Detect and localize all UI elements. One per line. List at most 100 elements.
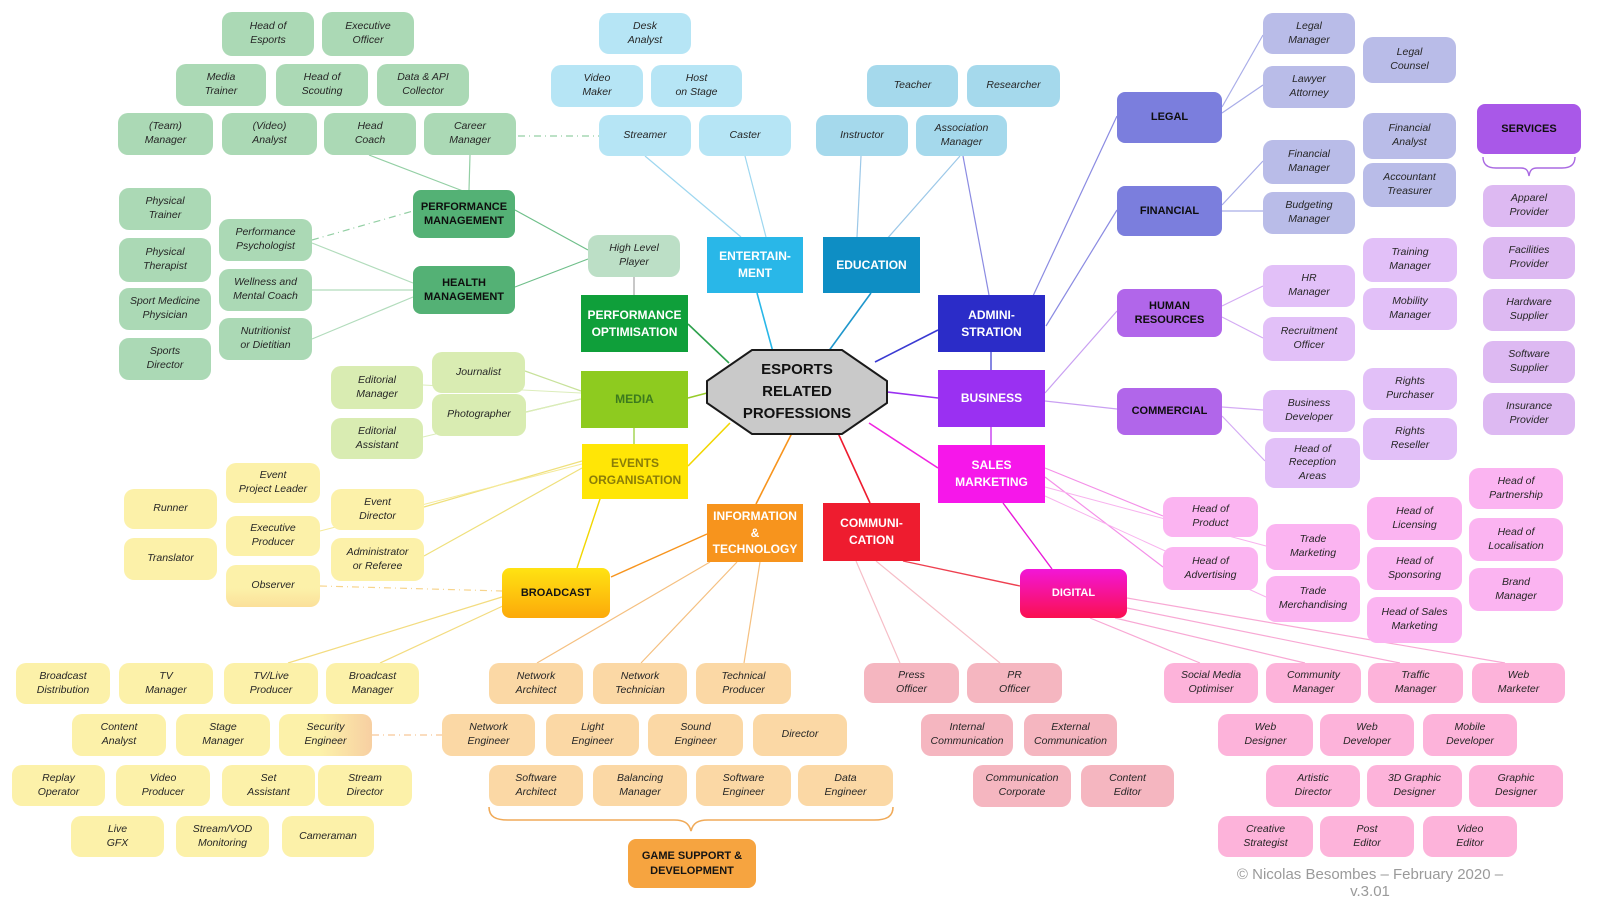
connector-line bbox=[319, 585, 503, 592]
runner: Runner bbox=[124, 489, 217, 529]
lawyer-attorney: Lawyer Attorney bbox=[1263, 66, 1355, 108]
community-manager: Community Manager bbox=[1266, 663, 1361, 703]
video-producer: Video Producer bbox=[116, 765, 210, 806]
web-designer: Web Designer bbox=[1218, 714, 1313, 756]
connector-line bbox=[1044, 310, 1118, 394]
hardware-supplier: Hardware Supplier bbox=[1483, 289, 1575, 331]
budgeting-manager: Budgeting Manager bbox=[1263, 192, 1355, 234]
graphic-designer-3d: 3D Graphic Designer bbox=[1367, 765, 1462, 807]
broadcast-manager: Broadcast Manager bbox=[326, 663, 419, 704]
connector-line bbox=[756, 292, 774, 353]
social-media-optimiser: Social Media Optimiser bbox=[1164, 663, 1258, 703]
mobile-developer: Mobile Developer bbox=[1423, 714, 1517, 756]
teacher: Teacher bbox=[867, 65, 958, 107]
human-resources-hub: HUMAN RESOURCES bbox=[1117, 289, 1222, 337]
connector-line bbox=[1044, 467, 1164, 517]
connector-line bbox=[855, 560, 901, 664]
nutritionist-dietitian: Nutritionist or Dietitian bbox=[219, 318, 312, 360]
connector-line bbox=[1221, 316, 1264, 339]
recruitment-officer: Recruitment Officer bbox=[1263, 317, 1355, 361]
connector-line bbox=[885, 155, 961, 241]
connector-line bbox=[1032, 115, 1118, 297]
connector-line bbox=[962, 155, 990, 296]
light-engineer: Light Engineer bbox=[546, 714, 639, 756]
software-architect: Software Architect bbox=[489, 765, 583, 806]
connector-line bbox=[1221, 84, 1264, 114]
technical-producer: Technical Producer bbox=[696, 663, 791, 704]
connector-line bbox=[311, 210, 414, 241]
connector-line bbox=[827, 292, 872, 353]
connector-line bbox=[423, 460, 583, 508]
content-analyst: Content Analyst bbox=[72, 714, 166, 756]
researcher: Researcher bbox=[967, 65, 1060, 107]
graphic-designer: Graphic Designer bbox=[1469, 765, 1563, 807]
set-assistant: Set Assistant bbox=[222, 765, 315, 806]
observer: Observer bbox=[226, 565, 320, 607]
connector-line bbox=[856, 155, 862, 238]
financial-analyst: Financial Analyst bbox=[1363, 113, 1456, 159]
internal-communication: Internal Communication bbox=[921, 714, 1013, 756]
data-api-collector: Data & API Collector bbox=[377, 64, 469, 106]
event-project-leader: Event Project Leader bbox=[226, 463, 320, 503]
high-level-player: High Level Player bbox=[588, 235, 680, 277]
connector-line bbox=[687, 392, 708, 399]
head-of-esports: Head of Esports bbox=[222, 12, 314, 56]
category-communication: COMMUNI- CATION bbox=[823, 503, 920, 561]
connector-line bbox=[1221, 285, 1264, 307]
brand-manager: Brand Manager bbox=[1469, 568, 1563, 611]
content-editor: Content Editor bbox=[1081, 765, 1174, 807]
sport-medicine-physician: Sport Medicine Physician bbox=[119, 288, 211, 330]
connector-line bbox=[743, 561, 761, 664]
software-supplier: Software Supplier bbox=[1483, 341, 1575, 383]
connector-line bbox=[514, 209, 589, 251]
network-engineer: Network Engineer bbox=[442, 714, 535, 756]
connector-line bbox=[640, 561, 738, 664]
streamer: Streamer bbox=[599, 115, 691, 156]
accountant-treasurer: Accountant Treasurer bbox=[1363, 163, 1456, 207]
photographer: Photographer bbox=[432, 394, 526, 436]
artistic-director: Artistic Director bbox=[1266, 765, 1360, 807]
cameraman: Cameraman bbox=[282, 816, 374, 857]
connector-line bbox=[368, 154, 464, 192]
financial-hub: FINANCIAL bbox=[1117, 186, 1222, 236]
connector-line bbox=[886, 391, 939, 399]
category-administration: ADMINI- STRATION bbox=[938, 295, 1045, 352]
balancing-manager: Balancing Manager bbox=[593, 765, 687, 806]
head-of-scouting: Head of Scouting bbox=[276, 64, 368, 106]
head-of-product: Head of Product bbox=[1163, 497, 1258, 537]
head-of-localisation: Head of Localisation bbox=[1469, 518, 1563, 561]
connector-line bbox=[875, 560, 1001, 664]
desk-analyst: Desk Analyst bbox=[599, 13, 691, 54]
category-sales-marketing: SALES MARKETING bbox=[938, 445, 1045, 503]
replay-operator: Replay Operator bbox=[12, 765, 105, 806]
insurance-provider: Insurance Provider bbox=[1483, 393, 1575, 435]
career-manager: Career Manager bbox=[424, 113, 516, 155]
game-support-development-hub: GAME SUPPORT & DEVELOPMENT bbox=[628, 839, 756, 888]
tv-manager: TV Manager bbox=[119, 663, 213, 704]
traffic-manager: Traffic Manager bbox=[1368, 663, 1463, 703]
connector-line bbox=[1221, 160, 1264, 206]
connector-line bbox=[311, 242, 414, 284]
copyright-text: © Nicolas Besombes – February 2020 – v.3… bbox=[1236, 866, 1504, 900]
central-topic-label: ESPORTS RELATED PROFESSIONS bbox=[742, 361, 852, 422]
digital-hub: DIGITAL bbox=[1020, 569, 1127, 618]
connector-line bbox=[1221, 415, 1266, 462]
team-manager: (Team) Manager bbox=[118, 113, 213, 155]
connector-line bbox=[379, 604, 506, 664]
connector-line bbox=[524, 370, 582, 392]
rights-purchaser: Rights Purchaser bbox=[1363, 368, 1457, 410]
association-manager: Association Manager bbox=[916, 115, 1007, 156]
rights-reseller: Rights Reseller bbox=[1363, 418, 1457, 460]
live-gfx: Live GFX bbox=[71, 816, 164, 857]
connector-line bbox=[514, 258, 589, 288]
category-entertainment: ENTERTAIN- MENT bbox=[707, 237, 803, 293]
caster: Caster bbox=[699, 115, 791, 156]
tv-live-producer: TV/Live Producer bbox=[224, 663, 318, 704]
director: Director bbox=[753, 714, 847, 756]
training-manager: Training Manager bbox=[1363, 238, 1457, 282]
physical-trainer: Physical Trainer bbox=[119, 188, 211, 230]
media-trainer: Media Trainer bbox=[176, 64, 266, 106]
administrator-or-referee: Administrator or Referee bbox=[331, 538, 424, 581]
trade-merchandising: Trade Merchandising bbox=[1266, 576, 1360, 622]
video-editor: Video Editor bbox=[1423, 816, 1517, 857]
